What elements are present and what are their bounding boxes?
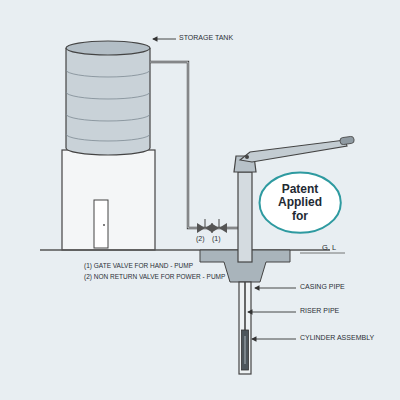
callout-ellipse: Patent Applied for — [258, 171, 342, 234]
callout-number: (2) — [196, 235, 205, 243]
part-label: CASING PIPE — [300, 283, 345, 291]
callout-text: Patent Applied for — [273, 183, 327, 223]
part-label: STORAGE TANK — [179, 34, 233, 42]
leader-line — [248, 312, 296, 313]
cylinder-assembly — [242, 330, 249, 370]
building — [62, 150, 155, 250]
ground-level-label: G. L — [322, 244, 336, 252]
leader-line — [252, 339, 296, 340]
leader-line — [255, 288, 296, 289]
callout-number: (1) — [212, 235, 221, 243]
pump-handle — [240, 140, 347, 162]
riser-pipe — [244, 282, 246, 330]
leader-line — [153, 39, 176, 40]
pump-column — [238, 172, 252, 262]
delivery-pipe — [150, 62, 238, 228]
door — [94, 200, 108, 248]
storage-tank — [66, 48, 150, 155]
casing-pipe — [239, 282, 251, 374]
note-text: (1) GATE VALVE FOR HAND - PUMP — [84, 262, 193, 269]
part-label: CYLINDER ASSEMBLY — [300, 334, 374, 342]
part-label: RISER PIPE — [300, 307, 339, 315]
note-text: (2) NON RETURN VALVE FOR POWER - PUMP — [84, 273, 225, 280]
